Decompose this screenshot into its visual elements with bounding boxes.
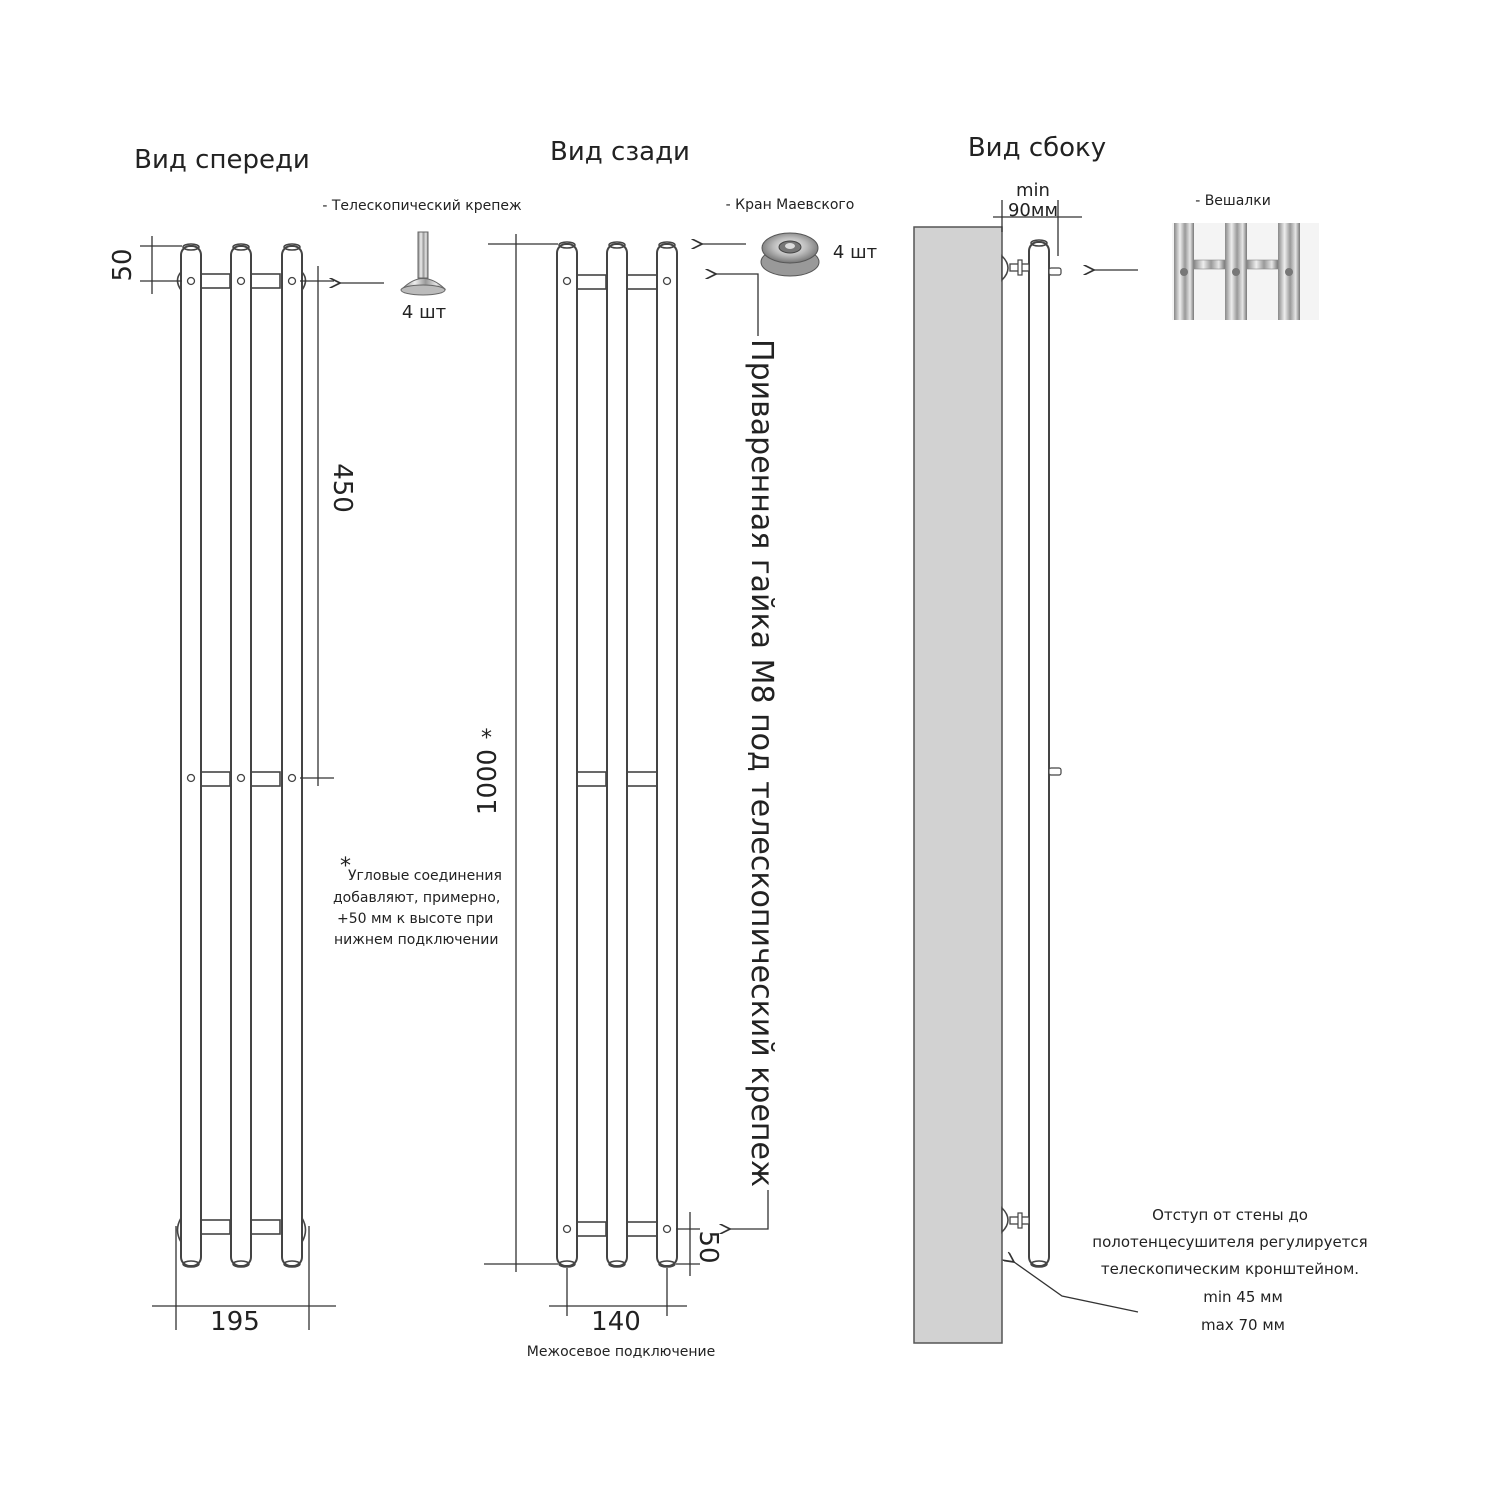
front-view-title: Вид спереди (134, 145, 310, 175)
back-pipe (656, 243, 678, 1267)
back-crossbar (625, 1221, 659, 1237)
hanger-hook (1048, 267, 1062, 276)
footnote-line: Угловые соединения (348, 868, 502, 884)
footnote-star: * (340, 854, 351, 879)
front-pipe (281, 245, 303, 1267)
telescopic-fastener-part: - Телескопический крепеж 4 шт (322, 198, 522, 323)
telescopic-qty: 4 шт (402, 302, 446, 323)
hanger-hook (1048, 767, 1062, 776)
back-view-title: Вид сзади (550, 137, 690, 167)
back-crossbar (575, 1221, 607, 1237)
hangers-label: - Вешалки (1195, 193, 1271, 209)
dim-bottom-offset: 50 (693, 1230, 723, 1263)
footnote-line: +50 мм к высоте при (337, 911, 493, 927)
wall (913, 226, 1003, 1344)
back-crossbar (625, 771, 659, 787)
side-note-line: телескопическим кронштейном. (1101, 1260, 1359, 1278)
front-crossbar (249, 273, 281, 289)
back-pipe (606, 243, 628, 1267)
back-view: Вид сзади 1000 * 140 Межосево (473, 137, 779, 1360)
dim-top-offset: 50 (108, 248, 138, 281)
front-crossbar (199, 273, 231, 289)
side-note-line: Отступ от стены до (1152, 1206, 1308, 1224)
hangers-part: - Вешалки (1172, 193, 1319, 320)
dim-width: 195 (210, 1307, 260, 1337)
front-crossbar (249, 771, 281, 787)
telescopic-label: - Телескопический крепеж (322, 198, 522, 214)
front-crossbar (199, 771, 231, 787)
side-note-line: полотенцесушителя регулируется (1092, 1233, 1367, 1251)
back-crossbar (575, 274, 607, 290)
dim-bar-spacing: 450 (327, 463, 357, 513)
front-pipe (180, 245, 202, 1267)
fastener-rod-icon (417, 231, 429, 279)
dim-height: 1000 (473, 749, 503, 815)
front-crossbar (199, 1219, 231, 1235)
back-pipe (556, 243, 578, 1267)
side-view-title: Вид сбоку (968, 133, 1106, 163)
front-view: Вид спереди 50 (108, 145, 384, 1337)
dim-height-star: * (481, 726, 492, 751)
welded-nut-label: Приваренная гайка М8 под телескопический… (744, 339, 779, 1187)
back-crossbar (625, 274, 659, 290)
side-note-line: min 45 мм (1203, 1288, 1283, 1306)
footnote-line: нижнем подключении (334, 932, 498, 948)
side-note-line: max 70 мм (1201, 1316, 1285, 1334)
back-crossbar (575, 771, 607, 787)
footnote: * Угловые соединения добавляют, примерно… (333, 854, 502, 948)
side-view: Вид сбоку min 90мм Отступ от стены до по… (913, 133, 1368, 1344)
side-pipe (1028, 241, 1050, 1267)
mayevsky-qty: 4 шт (833, 242, 877, 263)
mayevsky-label: - Кран Маевского (726, 197, 855, 213)
wall-gap-value: 90мм (1008, 200, 1058, 221)
hangers-photo (1172, 223, 1319, 320)
center-connection-label: Межосевое подключение (527, 1344, 715, 1360)
front-crossbar (249, 1219, 281, 1235)
front-pipe (230, 245, 252, 1267)
wall-gap-min: min (1016, 180, 1050, 201)
dim-center-distance: 140 (591, 1307, 641, 1337)
footnote-line: добавляют, примерно, (333, 890, 500, 906)
mayevsky-valve-part: - Кран Маевского 4 шт (726, 197, 877, 277)
